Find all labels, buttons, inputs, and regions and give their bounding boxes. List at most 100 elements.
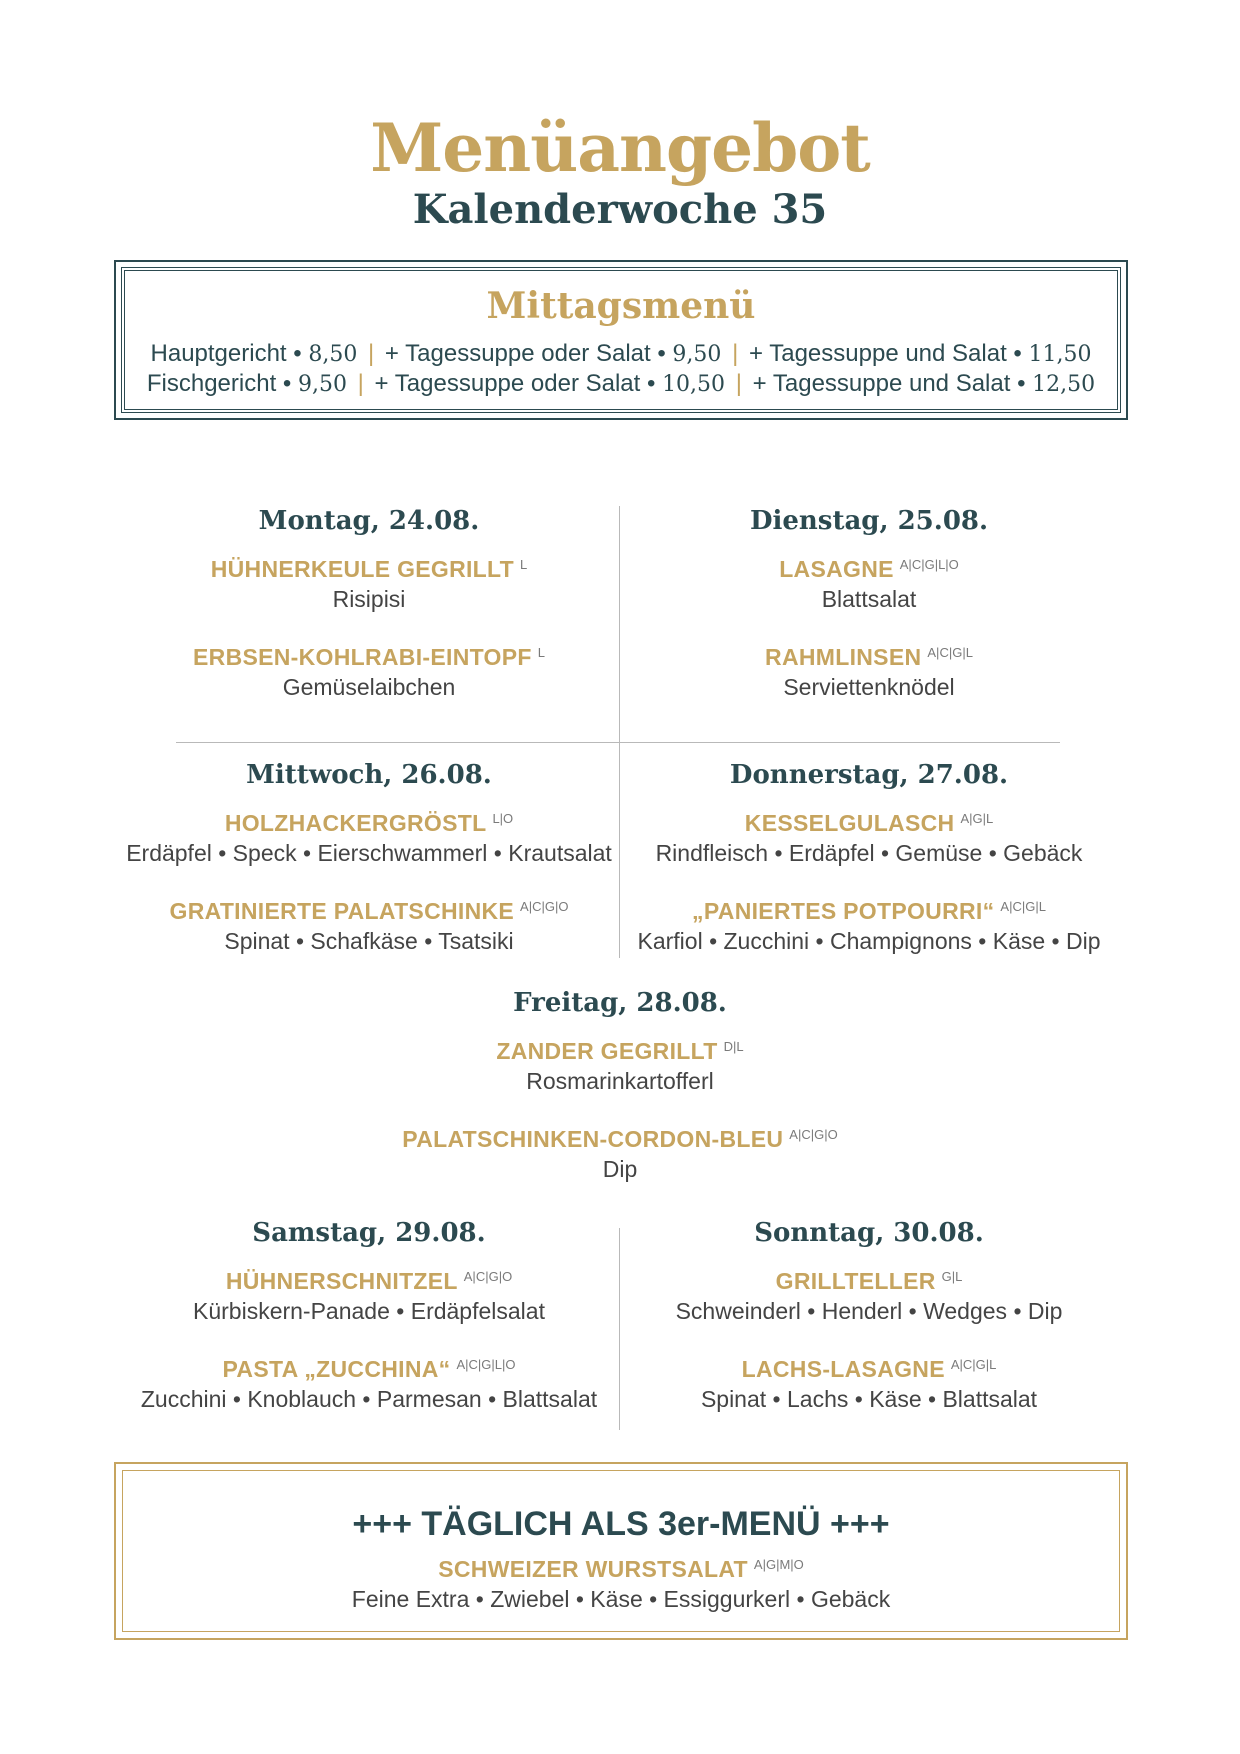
dish-side: Spinat • Schafkäse • Tsatsiki <box>224 928 514 954</box>
bullet: • <box>1017 370 1026 397</box>
dish: HÜHNERSCHNITZEL A|C|G|O Kürbiskern-Panade… <box>120 1266 618 1326</box>
price-value: 9,50 <box>672 342 722 367</box>
daily-menu-box: +++ TÄGLICH ALS 3er-MENÜ +++ SCHWEIZER W… <box>114 1462 1128 1640</box>
day-name: Samstag, 29.08. <box>252 1218 486 1248</box>
dish-name: HÜHNERSCHNITZEL <box>225 1268 458 1294</box>
dish-side: Blattsalat <box>821 586 917 612</box>
day-wednesday: Mittwoch, 26.08. HOLZHACKERGRÖSTL L|O Erd… <box>120 758 618 956</box>
day-name: Freitag, 28.08. <box>513 988 727 1018</box>
dish-side: Erdäpfel • Speck • Eierschwammerl • Krau… <box>126 840 612 866</box>
dish: HOLZHACKERGRÖSTL L|O Erdäpfel • Speck • E… <box>120 808 618 868</box>
day-name: Sonntag, 30.08. <box>754 1218 984 1248</box>
dish: „PANIERTES POTPOURRI“ A|C|G|L Karfiol • Z… <box>620 896 1118 956</box>
bullet: • <box>646 370 656 397</box>
dish-side: Karfiol • Zucchini • Champignons • Käse … <box>637 928 1101 954</box>
allergen-codes: A|C|G|L|O <box>456 1357 516 1372</box>
dish: HÜHNERKEULE GEGRILLT L Risipisi <box>120 554 618 614</box>
day-saturday: Samstag, 29.08. HÜHNERSCHNITZEL A|C|G|O K… <box>120 1216 618 1414</box>
price-value: 10,50 <box>662 372 726 397</box>
dish-side: Zucchini • Knoblauch • Parmesan • Blatts… <box>140 1386 598 1412</box>
dish: KESSELGULASCH A|G|L Rindfleisch • Erdäpfe… <box>620 808 1118 868</box>
dish: ZANDER GEGRILLT D|L Rosmarinkartofferl <box>320 1036 920 1096</box>
daily-menu-title: +++ TÄGLICH ALS 3er-MENÜ +++ <box>352 1505 890 1543</box>
separator: | <box>368 340 375 367</box>
allergen-codes: L <box>520 557 528 572</box>
dish-name: GRILLTELLER <box>775 1268 936 1294</box>
allergen-codes: A|C|G|O <box>463 1269 513 1284</box>
dish-name: PASTA „ZUCCHINA“ <box>222 1356 451 1382</box>
dish-side: Serviettenknödel <box>783 674 955 700</box>
divider-vertical-bottom <box>619 1228 620 1430</box>
dish-name: ZANDER GEGRILLT <box>496 1038 718 1064</box>
dish-side: Dip <box>602 1156 638 1182</box>
day-friday: Freitag, 28.08. ZANDER GEGRILLT D|L Rosma… <box>320 986 920 1184</box>
price-option-label: + Tagessuppe oder Salat <box>384 340 651 367</box>
dish-name: HÜHNERKEULE GEGRILLT <box>210 556 515 582</box>
bullet: • <box>657 340 666 367</box>
day-name: Donnerstag, 27.08. <box>729 760 1009 790</box>
daily-dish: SCHWEIZER WURSTSALAT A|G|M|O Feine Extra … <box>116 1554 1126 1614</box>
dish: RAHMLINSEN A|C|G|L Serviettenknödel <box>620 642 1118 702</box>
price-row-fish: Fischgericht • 9,50 | + Tagessuppe oder … <box>116 369 1126 400</box>
allergen-codes: A|C|G|L <box>927 645 973 660</box>
dish-name: RAHMLINSEN <box>765 644 922 670</box>
page-title: Menüangebot <box>370 109 871 187</box>
day-monday: Montag, 24.08. HÜHNERKEULE GEGRILLT L Ris… <box>120 504 618 702</box>
dish: LACHS-LASAGNE A|C|G|L Spinat • Lachs • Kä… <box>620 1354 1118 1414</box>
price-option-label: + Tagessuppe und Salat <box>752 370 1011 397</box>
dish-side: Risipisi <box>332 586 406 612</box>
price-value: 11,50 <box>1028 342 1092 367</box>
dish-name: PALATSCHINKEN-CORDON-BLEU <box>402 1126 784 1152</box>
dish-name: „PANIERTES POTPOURRI“ <box>692 898 995 924</box>
dish: GRATINIERTE PALATSCHINKE A|C|G|O Spinat •… <box>120 896 618 956</box>
allergen-codes: D|L <box>723 1039 744 1054</box>
allergen-codes: L|O <box>492 811 514 826</box>
allergen-codes: A|C|G|O <box>520 899 569 914</box>
day-name: Montag, 24.08. <box>258 506 480 536</box>
price-option-label: + Tagessuppe oder Salat <box>374 370 641 397</box>
allergen-codes: A|C|G|L <box>950 1357 997 1372</box>
dish-name: SCHWEIZER WURSTSALAT <box>438 1556 748 1582</box>
dish-name: HOLZHACKERGRÖSTL <box>224 810 487 836</box>
dish-name: KESSELGULASCH <box>744 810 955 836</box>
allergen-codes: A|G|M|O <box>753 1557 804 1572</box>
day-name: Mittwoch, 26.08. <box>246 760 492 790</box>
allergen-codes: A|C|G|O <box>789 1127 838 1142</box>
page-subtitle: Kalenderwoche 35 <box>412 186 828 233</box>
price-label: Fischgericht <box>146 370 277 397</box>
dish-side: Schweinderl • Henderl • Wedges • Dip <box>675 1298 1063 1324</box>
dish-name: ERBSEN-KOHLRABI-EINTOPF <box>193 644 532 670</box>
price-value: 9,50 <box>297 372 347 397</box>
divider-horizontal <box>176 742 1060 743</box>
dish-side: Spinat • Lachs • Käse • Blattsalat <box>700 1386 1038 1412</box>
dish: PASTA „ZUCCHINA“ A|C|G|L|O Zucchini • Kno… <box>120 1354 618 1414</box>
bullet: • <box>1013 340 1022 367</box>
divider-vertical-top <box>619 506 620 958</box>
allergen-codes: A|C|G|L <box>1000 899 1046 914</box>
dish-side: Kürbiskern-Panade • Erdäpfelsalat <box>193 1298 545 1324</box>
dish-side: Feine Extra • Zwiebel • Käse • Essiggurk… <box>351 1586 891 1612</box>
day-thursday: Donnerstag, 27.08. KESSELGULASCH A|G|L Ri… <box>620 758 1118 956</box>
dish-name: LACHS-LASAGNE <box>741 1356 945 1382</box>
price-row-main: Hauptgericht • 8,50 | + Tagessuppe oder … <box>116 339 1126 370</box>
price-value: 8,50 <box>308 342 358 367</box>
price-label: Hauptgericht <box>150 340 287 367</box>
dish-side: Rindfleisch • Erdäpfel • Gemüse • Gebäck <box>655 840 1083 866</box>
dish-name: LASAGNE <box>779 556 894 582</box>
separator: | <box>732 340 739 367</box>
price-option-label: + Tagessuppe und Salat <box>748 340 1007 367</box>
dish-side: Rosmarinkartofferl <box>526 1068 714 1094</box>
dish-name: GRATINIERTE PALATSCHINKE <box>169 898 515 924</box>
separator: | <box>357 370 364 397</box>
lunch-menu-title: Mittagsmenü <box>486 285 756 327</box>
separator: | <box>735 370 742 397</box>
bullet: • <box>282 370 292 397</box>
allergen-codes: A|G|L <box>960 811 994 826</box>
lunch-menu-box: Mittagsmenü Hauptgericht • 8,50 | + Tage… <box>114 260 1128 420</box>
bullet: • <box>293 340 302 367</box>
